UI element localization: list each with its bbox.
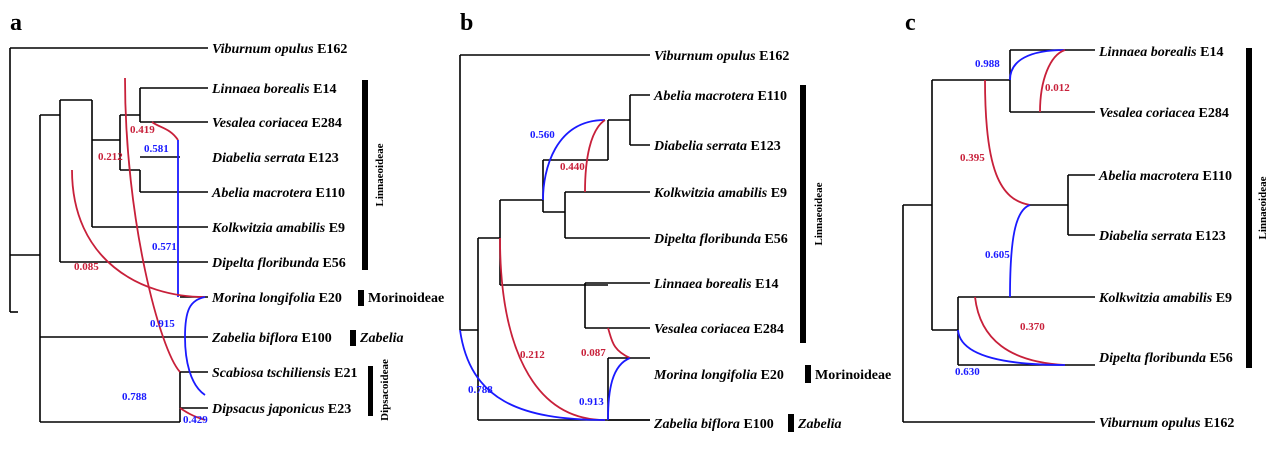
group-bar <box>800 85 806 343</box>
panel-a-label: a <box>10 10 22 36</box>
group-label-linnaeoideae: Linnaeoideae <box>813 182 825 245</box>
group-bar <box>350 330 356 346</box>
group-bar <box>358 290 364 306</box>
taxon-label: Dipsacus japonicus E23 <box>211 402 351 417</box>
panel-a-value-6: 0.915 <box>150 318 175 330</box>
group-bar <box>805 365 811 383</box>
panel-c-value-1: 0.988 <box>975 58 1000 70</box>
panel-b: b <box>459 10 891 432</box>
group-label-morinoideae: Morinoideae <box>368 291 444 306</box>
panel-b-label: b <box>460 10 473 36</box>
panel-c-reticulations <box>957 49 1066 366</box>
panel-c-value-2: 0.012 <box>1045 82 1070 94</box>
panel-b-value-5: 0.788 <box>468 384 493 396</box>
taxon-label: Diabelia serrata E123 <box>1098 229 1226 244</box>
panel-b-value-2: 0.440 <box>560 161 585 173</box>
panel-a-value-7: 0.788 <box>122 391 147 403</box>
panel-b-value-3: 0.212 <box>520 349 545 361</box>
group-label-zabelia: Zabelia <box>797 417 842 432</box>
panel-a-value-3: 0.212 <box>98 151 123 163</box>
panel-a-value-1: 0.419 <box>130 124 155 136</box>
taxon-label: Diabelia serrata E123 <box>211 151 339 166</box>
panel-c-value-6: 0.630 <box>955 366 980 378</box>
group-bar <box>788 414 794 432</box>
taxon-label: Scabiosa tschiliensis E21 <box>212 366 357 381</box>
taxon-label: Vesalea coriacea E284 <box>1099 106 1229 121</box>
taxon-label: Linnaea borealis E14 <box>653 277 778 292</box>
panel-b-value-6: 0.913 <box>579 396 604 408</box>
panel-b-taxa: Viburnum opulus E162 Abelia macrotera E1… <box>653 49 789 432</box>
group-label-linnaeoideae: Linnaeoideae <box>374 143 386 206</box>
panel-a-tree <box>9 47 208 423</box>
panel-a-support-values: 0.419 0.581 0.212 0.571 0.085 0.915 0.78… <box>74 124 208 426</box>
panel-c: c 0.988 <box>902 10 1269 431</box>
panel-c-value-4: 0.605 <box>985 249 1010 261</box>
panel-a-groups: Linnaeoideae Morinoideae Zabelia Dipsaco… <box>350 80 444 421</box>
group-label-dipsacoideae: Dipsacoideae <box>379 359 391 421</box>
panel-a-value-2: 0.581 <box>144 143 169 155</box>
panel-a-value-5: 0.085 <box>74 261 99 273</box>
group-label-zabelia: Zabelia <box>359 331 404 346</box>
panel-a-value-8: 0.429 <box>183 414 208 426</box>
panel-c-support-values: 0.988 0.012 0.395 0.605 0.370 0.630 <box>955 58 1070 378</box>
panel-c-label: c <box>905 10 916 36</box>
panel-b-value-4: 0.087 <box>581 347 606 359</box>
panel-b-value-1: 0.560 <box>530 129 555 141</box>
taxon-label: Abelia macrotera E110 <box>211 186 345 201</box>
panel-a-value-4: 0.571 <box>152 241 177 253</box>
taxon-label: Viburnum opulus E162 <box>654 49 789 64</box>
group-label-morinoideae: Morinoideae <box>815 368 891 383</box>
taxon-label: Dipelta floribunda E56 <box>211 256 346 271</box>
panel-c-tree <box>902 49 1095 423</box>
group-bar <box>362 80 368 270</box>
taxon-label: Kolkwitzia amabilis E9 <box>1098 291 1232 306</box>
group-bar <box>1246 48 1252 368</box>
taxon-label: Vesalea coriacea E284 <box>654 322 784 337</box>
taxon-label: Viburnum opulus E162 <box>1099 416 1234 431</box>
taxon-label: Abelia macrotera E110 <box>653 89 787 104</box>
panel-c-taxa: Linnaea borealis E14 Vesalea coriacea E2… <box>1098 45 1234 431</box>
taxon-label: Linnaea borealis E14 <box>211 82 336 97</box>
panel-b-tree <box>459 54 650 421</box>
taxon-label: Kolkwitzia amabilis E9 <box>211 221 345 236</box>
taxon-label: Abelia macrotera E110 <box>1098 169 1232 184</box>
panel-a: a <box>9 10 444 426</box>
panel-b-support-values: 0.560 0.440 0.212 0.087 0.788 0.913 <box>468 129 606 408</box>
panel-c-value-5: 0.370 <box>1020 321 1045 333</box>
taxon-label: Linnaea borealis E14 <box>1098 45 1223 60</box>
taxon-label: Dipelta floribunda E56 <box>653 232 788 247</box>
group-bar <box>368 366 373 416</box>
group-label-linnaeoideae: Linnaeoideae <box>1257 176 1269 239</box>
taxon-label: Dipelta floribunda E56 <box>1098 351 1233 366</box>
panel-a-taxa: Viburnum opulus E162 Linnaea borealis E1… <box>211 42 357 417</box>
panel-a-reticulations <box>71 77 206 421</box>
taxon-label: Kolkwitzia amabilis E9 <box>653 186 787 201</box>
taxon-label: Vesalea coriacea E284 <box>212 116 342 131</box>
panel-c-groups: Linnaeoideae <box>1246 48 1269 368</box>
panel-b-reticulations <box>459 119 631 421</box>
taxon-label: Zabelia biflora E100 <box>653 417 774 432</box>
taxon-label: Morina longifolia E20 <box>653 368 784 383</box>
taxon-label: Diabelia serrata E123 <box>653 139 781 154</box>
taxon-label: Morina longifolia E20 <box>211 291 342 306</box>
taxon-label: Viburnum opulus E162 <box>212 42 347 57</box>
taxon-label: Zabelia biflora E100 <box>211 331 332 346</box>
panel-c-value-3: 0.395 <box>960 152 985 164</box>
panel-b-groups: Linnaeoideae Morinoideae Zabelia <box>788 85 891 432</box>
